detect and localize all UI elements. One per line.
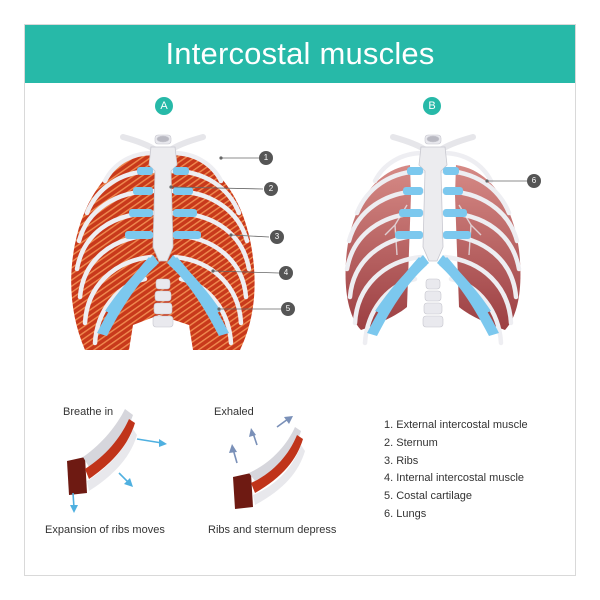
ribcage-a <box>71 134 255 350</box>
inhale-arrows <box>70 438 167 513</box>
spine-b <box>422 134 444 328</box>
exhale-label: Exhaled <box>214 406 254 418</box>
callout-1: 1 <box>259 151 273 165</box>
panel-a-badge: A <box>155 97 173 115</box>
inhale-rib-segment <box>67 409 137 495</box>
legend-item: 5. Costal cartilage <box>384 490 473 503</box>
leader-dots <box>169 156 489 311</box>
callout-2: 2 <box>264 182 278 196</box>
cartilage-a <box>97 167 229 336</box>
legend-item: 1. External intercostal muscle <box>384 419 528 431</box>
exhale-caption: Ribs and sternum depress <box>208 524 337 536</box>
diagram-frame: Intercostal muscles <box>24 24 576 576</box>
inhale-caption: Expansion of ribs moves <box>45 524 165 536</box>
callout-4: 4 <box>279 266 293 280</box>
illustration <box>67 134 527 513</box>
exhale-arrows <box>229 416 293 464</box>
title-banner: Intercostal muscles <box>25 25 575 83</box>
sternum-a <box>148 146 178 262</box>
legend-item: 2. Sternum <box>384 436 438 449</box>
legend-item: 3. Ribs <box>384 454 419 467</box>
callout-5: 5 <box>281 302 295 316</box>
inhale-label: Breathe in <box>63 406 114 418</box>
ribcage-b <box>344 134 522 346</box>
cartilage-b <box>367 167 499 336</box>
spine-a <box>152 134 174 328</box>
page-title: Intercostal muscles <box>165 36 435 71</box>
panel-b-badge: B <box>423 97 441 115</box>
legend: 1. External intercostal muscle 2. Sternu… <box>384 417 528 524</box>
legend-item: 6. Lungs <box>384 507 427 520</box>
leader-lines <box>170 157 527 310</box>
legend-item: 4. Internal intercostal muscle <box>384 472 525 485</box>
callout-3: 3 <box>270 230 284 244</box>
sternum-b <box>418 146 448 262</box>
exhale-rib-segment <box>233 427 305 509</box>
callout-6: 6 <box>527 174 541 188</box>
